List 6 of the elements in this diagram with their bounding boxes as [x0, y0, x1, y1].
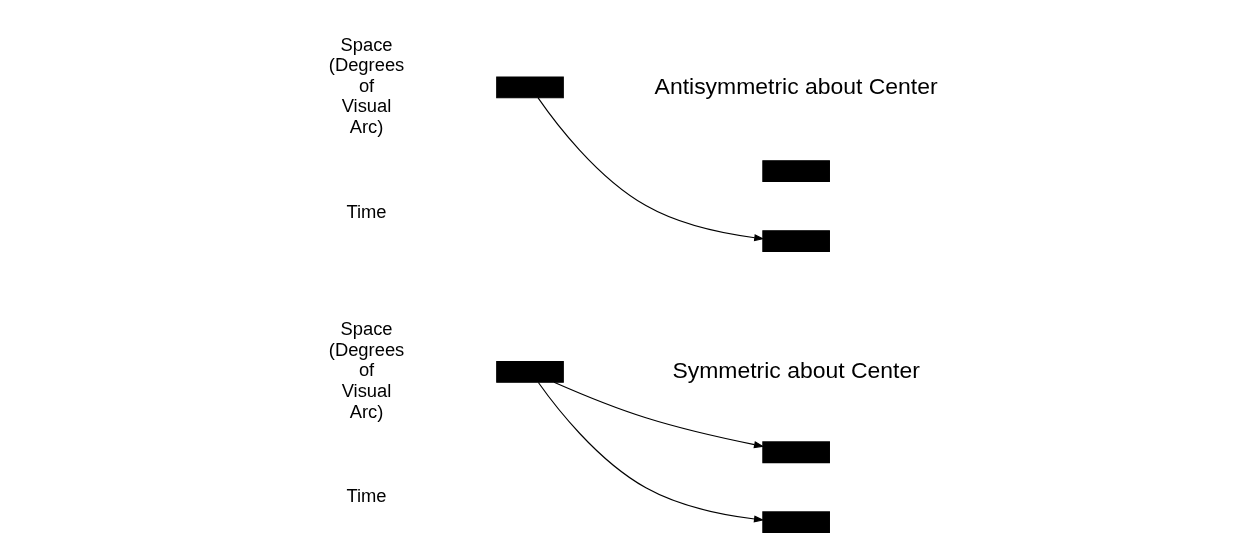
label: Antisymmetric about Center: [654, 73, 938, 100]
label: Time: [346, 200, 387, 222]
label: Space (Degrees of Visual Arc): [328, 33, 405, 138]
label: Time: [346, 485, 387, 507]
label: Symmetric about Center: [672, 356, 920, 383]
label: Space (Degrees of Visual Arc): [328, 317, 405, 422]
